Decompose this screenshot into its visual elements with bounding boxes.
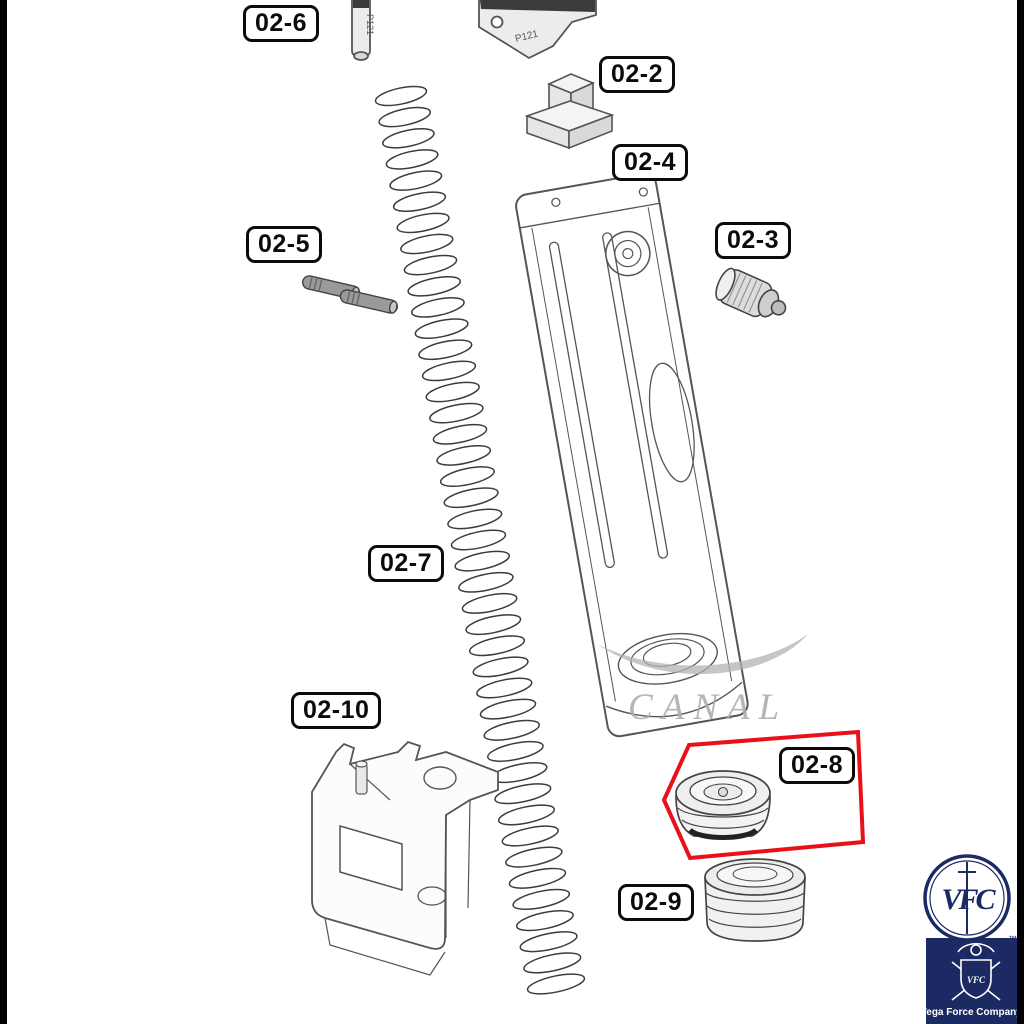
trademark-mark: ™ bbox=[1008, 934, 1017, 944]
part-label-02-8: 02-8 bbox=[779, 747, 856, 784]
watermark-swoosh bbox=[597, 634, 808, 675]
base-plug-part bbox=[704, 858, 806, 942]
part-label-02-9: 02-9 bbox=[618, 884, 695, 921]
part-label-02-3: 02-3 bbox=[715, 222, 792, 259]
part-label-02-5: 02-5 bbox=[246, 226, 323, 263]
magazine-spring bbox=[374, 85, 586, 995]
rod-part: P121 bbox=[351, 0, 375, 61]
rod-marking: P121 bbox=[365, 14, 375, 35]
part-label-02-7: 02-7 bbox=[368, 545, 445, 582]
right-black-bar bbox=[1017, 0, 1024, 1024]
pin-parts bbox=[301, 275, 399, 314]
piston-head-part bbox=[675, 770, 771, 840]
crest-emblem bbox=[951, 942, 1001, 1001]
company-name: Vega Force Company bbox=[920, 1007, 1022, 1018]
magazine-body bbox=[515, 172, 749, 738]
watermark-text: CANAL bbox=[628, 687, 789, 728]
part-label-02-4: 02-4 bbox=[612, 144, 689, 181]
vfc-logo-block: VFC Vega Force Company VFC ™ bbox=[920, 854, 1024, 1024]
circle-monogram: VFC bbox=[941, 883, 996, 916]
part-label-02-6: 02-6 bbox=[243, 5, 320, 42]
crest-monogram: VFC bbox=[967, 975, 986, 985]
part-label-02-10: 02-10 bbox=[291, 692, 382, 729]
part-label-02-2: 02-2 bbox=[599, 56, 676, 93]
valve-part bbox=[715, 267, 787, 318]
slide-stop-part: P121 bbox=[478, 0, 597, 60]
left-black-bar bbox=[0, 0, 7, 1024]
highlight-outline bbox=[661, 729, 866, 861]
base-housing-part bbox=[311, 740, 499, 976]
follower-part bbox=[524, 73, 615, 150]
